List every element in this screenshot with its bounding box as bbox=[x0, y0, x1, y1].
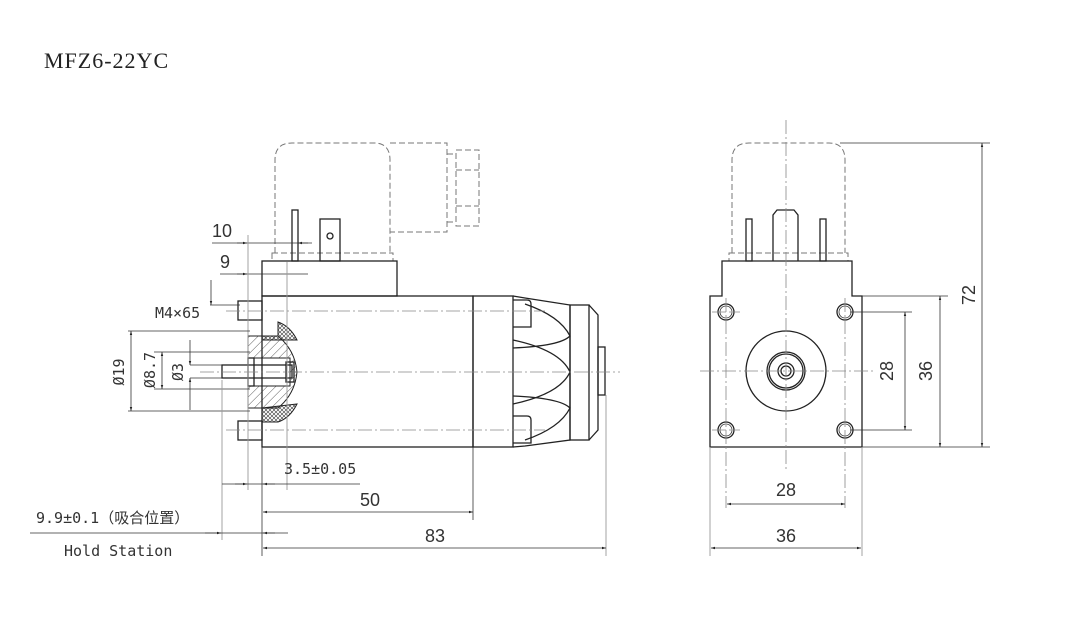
push-pin bbox=[221, 364, 293, 379]
dim-28-vertical: 28 bbox=[877, 361, 897, 381]
terminal-tab bbox=[319, 218, 341, 262]
dim-36-horizontal: 36 bbox=[776, 526, 796, 546]
mounting-stud-top bbox=[237, 300, 263, 321]
coil-top-block bbox=[261, 260, 398, 297]
dim-hold-position: 9.9±0.1（吸合位置） bbox=[36, 509, 189, 527]
dim-thread: M4×65 bbox=[155, 304, 200, 322]
dim-28-horizontal: 28 bbox=[776, 480, 796, 500]
connector-outline-front bbox=[731, 142, 846, 253]
dim-dia-19: Ø19 bbox=[110, 358, 128, 385]
dim-dia-8-7: Ø8.7 bbox=[141, 352, 159, 388]
end-nut bbox=[472, 295, 606, 448]
mounting-stud-bottom bbox=[237, 420, 263, 441]
dim-50: 50 bbox=[360, 490, 380, 510]
dim-dia-3: Ø3 bbox=[169, 363, 187, 381]
dim-83: 83 bbox=[425, 526, 445, 546]
dim-36-vertical: 36 bbox=[916, 361, 936, 381]
armature-section bbox=[247, 321, 298, 423]
front-view: 28 36 72 28 36 bbox=[700, 120, 990, 556]
side-view: 10 9 M4×65 Ø19 Ø8.7 Ø3 3.5±0.05 bbox=[30, 142, 620, 560]
dim-stroke: 3.5±0.05 bbox=[284, 460, 356, 478]
terminal-hole bbox=[326, 232, 334, 240]
hold-station-label: Hold Station bbox=[64, 542, 172, 560]
dim-9: 9 bbox=[220, 252, 230, 272]
dim-72: 72 bbox=[959, 285, 979, 305]
dim-10: 10 bbox=[212, 221, 232, 241]
drawing-title: MFZ6-22YC bbox=[44, 48, 170, 73]
